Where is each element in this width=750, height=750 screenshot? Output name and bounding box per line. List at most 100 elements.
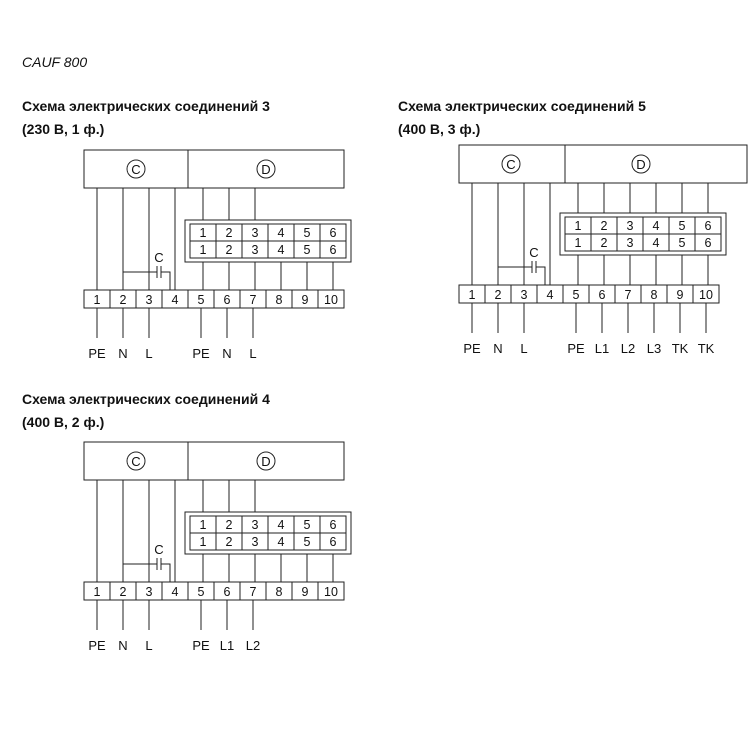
terminal-number: 3 xyxy=(146,293,153,307)
diagram-3-title-line1: Схема электрических соединений 3 xyxy=(22,98,270,114)
terminal-number: 8 xyxy=(651,288,658,302)
capacitor-label: C xyxy=(529,245,538,260)
lead-label: N xyxy=(222,346,231,361)
motor-terminal-number: 2 xyxy=(226,535,233,549)
lead-label: PE xyxy=(88,346,106,361)
diagram-3-title: Схема электрических соединений 3 (230 В,… xyxy=(22,95,270,141)
capacitor-wire xyxy=(497,266,532,285)
motor-terminal-frame xyxy=(559,212,727,256)
lead-label: PE xyxy=(192,638,210,653)
capacitor-wire xyxy=(536,266,546,285)
capacitor-wire xyxy=(161,271,171,290)
terminal-number: 10 xyxy=(699,288,713,302)
terminal-cell xyxy=(317,289,345,309)
motor-terminal-number: 6 xyxy=(330,226,337,240)
motor-terminal-number: 5 xyxy=(679,219,686,233)
terminal-number: 7 xyxy=(250,585,257,599)
motor-terminal-number: 1 xyxy=(575,236,582,250)
motor-terminal-number: 4 xyxy=(278,226,285,240)
capacitor-label: C xyxy=(154,542,163,557)
lead-label: PE xyxy=(88,638,106,653)
motor-terminal-number: 2 xyxy=(226,518,233,532)
diagram-4-title-line2: (400 В, 2 ф.) xyxy=(22,414,105,430)
motor-terminal-number: 6 xyxy=(705,219,712,233)
terminal-number: 3 xyxy=(146,585,153,599)
symbol-d-label: D xyxy=(636,157,645,172)
terminal-number: 4 xyxy=(172,585,179,599)
symbol-d-circle xyxy=(631,154,651,174)
motor-terminal-number: 3 xyxy=(627,236,634,250)
motor-terminal-cell xyxy=(319,532,347,551)
diagram-4-title: Схема электрических соединений 4 (400 В,… xyxy=(22,388,270,434)
lead-label: TK xyxy=(698,341,715,356)
lead-label: L xyxy=(249,346,256,361)
symbol-c-label: C xyxy=(506,157,515,172)
motor-terminal-number: 3 xyxy=(252,518,259,532)
lead-label: L3 xyxy=(647,341,661,356)
terminal-number: 10 xyxy=(324,293,338,307)
terminal-number: 4 xyxy=(547,288,554,302)
housing-box xyxy=(458,144,748,184)
terminal-number: 1 xyxy=(94,293,101,307)
lead-label: N xyxy=(493,341,502,356)
terminal-number: 2 xyxy=(495,288,502,302)
terminal-number: 7 xyxy=(625,288,632,302)
symbol-d-label: D xyxy=(261,162,270,177)
motor-terminal-cell xyxy=(694,233,722,252)
diagram-5-title-line2: (400 В, 3 ф.) xyxy=(398,121,481,137)
symbol-d-label: D xyxy=(261,454,270,469)
diagram-4-title-line1: Схема электрических соединений 4 xyxy=(22,391,270,407)
symbol-c-circle xyxy=(126,159,146,179)
lead-label: TK xyxy=(672,341,689,356)
terminal-number: 8 xyxy=(276,293,283,307)
symbol-c-label: C xyxy=(131,454,140,469)
symbol-d-circle xyxy=(256,451,276,471)
motor-terminal-number: 5 xyxy=(304,535,311,549)
terminal-number: 5 xyxy=(573,288,580,302)
motor-terminal-number: 4 xyxy=(653,236,660,250)
lead-label: N xyxy=(118,638,127,653)
terminal-number: 1 xyxy=(469,288,476,302)
terminal-number: 3 xyxy=(521,288,528,302)
motor-terminal-number: 1 xyxy=(200,226,207,240)
motor-terminal-number: 2 xyxy=(601,219,608,233)
terminal-number: 6 xyxy=(224,293,231,307)
terminal-number: 6 xyxy=(599,288,606,302)
diagram-5-title: Схема электрических соединений 5 (400 В,… xyxy=(398,95,646,141)
motor-terminal-number: 4 xyxy=(278,535,285,549)
motor-terminal-number: 3 xyxy=(627,219,634,233)
motor-terminal-number: 2 xyxy=(601,236,608,250)
motor-terminal-number: 3 xyxy=(252,243,259,257)
terminal-number: 5 xyxy=(198,293,205,307)
lead-label: PE xyxy=(463,341,481,356)
housing-box xyxy=(83,149,345,189)
motor-terminal-cell xyxy=(319,240,347,259)
motor-terminal-number: 6 xyxy=(330,518,337,532)
motor-terminal-number: 5 xyxy=(304,243,311,257)
motor-terminal-frame xyxy=(184,511,352,555)
terminal-number: 10 xyxy=(324,585,338,599)
terminal-number: 1 xyxy=(94,585,101,599)
terminal-number: 9 xyxy=(677,288,684,302)
motor-terminal-number: 5 xyxy=(304,226,311,240)
motor-terminal-number: 3 xyxy=(252,226,259,240)
motor-terminal-number: 4 xyxy=(278,243,285,257)
lead-label: L1 xyxy=(595,341,609,356)
motor-terminal-number: 4 xyxy=(278,518,285,532)
symbol-c-label: C xyxy=(131,162,140,177)
lead-label: L2 xyxy=(621,341,635,356)
motor-terminal-number: 6 xyxy=(330,243,337,257)
motor-terminal-number: 4 xyxy=(653,219,660,233)
model-name: CAUF 800 xyxy=(22,54,88,70)
motor-terminal-number: 1 xyxy=(575,219,582,233)
lead-label: PE xyxy=(192,346,210,361)
terminal-number: 9 xyxy=(302,293,309,307)
capacitor-wire xyxy=(122,271,157,290)
lead-label: L xyxy=(145,638,152,653)
lead-label: PE xyxy=(567,341,585,356)
motor-terminal-number: 1 xyxy=(200,243,207,257)
motor-terminal-number: 6 xyxy=(330,535,337,549)
terminal-number: 7 xyxy=(250,293,257,307)
